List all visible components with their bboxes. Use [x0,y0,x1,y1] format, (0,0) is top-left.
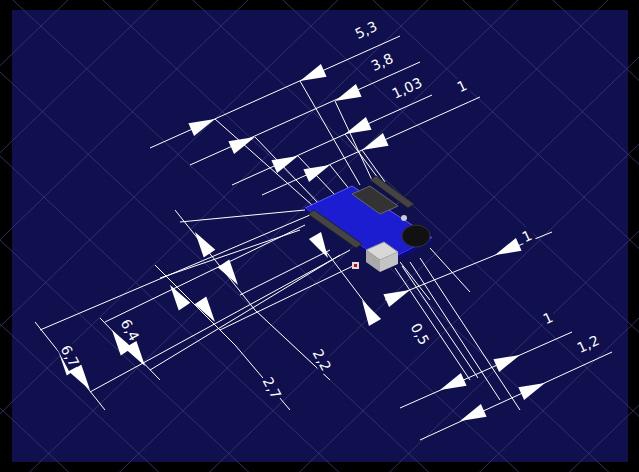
chip [352,186,398,214]
grid-line [430,0,639,472]
grid-line [250,0,639,472]
power-jack [402,225,430,247]
grid-line [0,0,570,472]
grid-line [150,0,639,472]
dimension-line [40,215,310,330]
dimension-line [420,258,520,410]
dimension-line [220,265,355,330]
dimension-line [255,137,320,205]
dimension-line [420,352,612,440]
dimension-line [190,62,420,165]
dimension-arrowhead [195,232,215,257]
dimension-arrowhead [495,238,522,255]
dimension-arrowhead [362,133,389,150]
dimension-line [150,36,400,148]
dimension-line [35,322,105,410]
grid-line [0,0,310,472]
grid-line [0,0,580,472]
dimension-arrowhead [218,260,238,285]
dimension-lines [35,36,612,440]
dimension-line [298,156,335,195]
grid-line [0,0,400,472]
dimension-arrowhead [309,232,328,258]
grid-line [610,0,639,472]
pin-header [308,210,362,248]
dimension-arrowhead [493,355,520,372]
dimension-line [160,230,300,278]
grid-line [70,0,639,472]
dimension-arrowhead [440,373,467,390]
dimension-arrowhead [303,165,330,182]
dimension-arrowhead [362,300,381,326]
arduino-board [305,176,432,272]
dimension-line [155,265,235,345]
dimension-line [300,81,360,185]
dimension-arrowhead [518,383,545,400]
grid-line [600,0,639,472]
dimension-arrowhead [188,119,215,136]
reset-button [354,264,357,267]
dimension-line [330,165,350,190]
grid-line [0,0,390,472]
dimension-arrowhead [195,297,215,322]
grid-line [0,0,120,472]
dimension-line [235,345,290,410]
grid-line [0,0,300,472]
usb-port [366,250,380,272]
dimension-arrowhead [383,290,410,307]
grid-line [520,0,639,472]
grid-line [420,0,639,472]
grid-line [60,0,639,472]
dimension-line [180,210,305,222]
grid-line [0,0,220,472]
grid-line [0,0,30,472]
usb-port [380,252,398,272]
dimension-arrowhead [460,404,487,421]
dimension-line [335,101,372,180]
dimension-line [175,210,255,310]
dimension-line [395,268,470,380]
grid-line [0,0,40,472]
dimension-line [400,262,430,300]
reset-button [352,262,359,269]
dimension-line [240,250,330,295]
grid-line [0,0,130,472]
crystal [401,215,407,221]
dimension-line [232,95,432,185]
dimension-line [215,119,312,205]
grid-line [0,0,480,472]
dimension-line [105,225,305,322]
grid-line [510,0,639,472]
dimension-line [430,248,470,292]
dimension-line [402,266,478,378]
grid-line [240,0,639,472]
dimension-line [345,134,378,178]
dimension-arrowhead [335,84,362,101]
dimension-arrowhead [300,64,327,81]
dimension-line [90,250,350,392]
grid-line [160,0,639,472]
